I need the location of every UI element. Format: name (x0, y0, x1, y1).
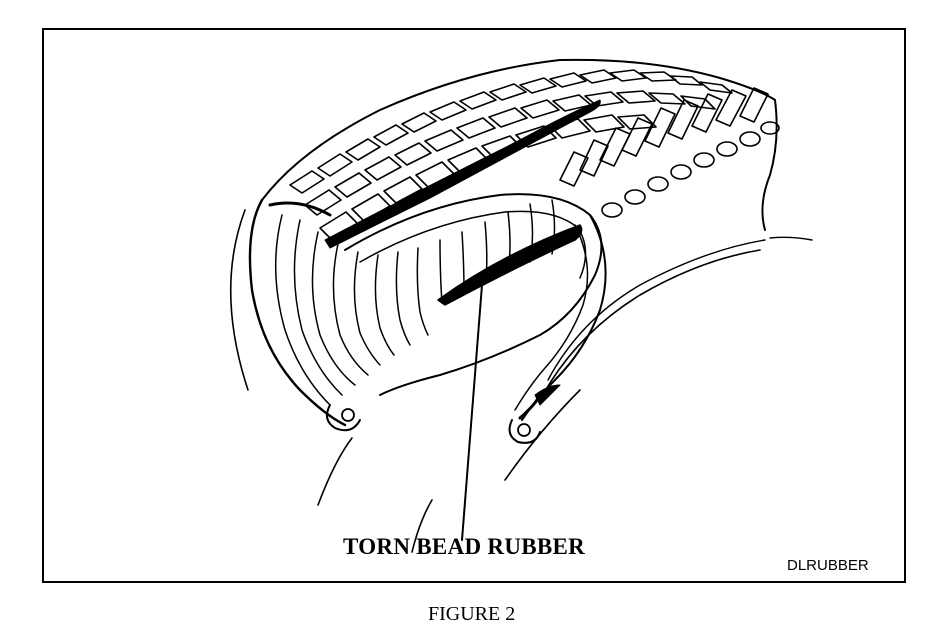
left-bead (325, 404, 361, 432)
drawing-code: DLRUBBER (787, 557, 869, 574)
lower-wheel-arc-2 (411, 499, 433, 553)
shoulder-blocks (559, 87, 769, 187)
inner-liner-2 (359, 210, 587, 279)
tire-crown-outline (261, 58, 776, 201)
upper-dark-band (324, 99, 601, 249)
outer-wheel-arc (229, 209, 249, 391)
carcass-plies (274, 199, 556, 406)
shoulder-beads (601, 121, 780, 218)
inner-liner (344, 193, 603, 396)
figure-caption: FIGURE 2 (428, 603, 516, 625)
left-bead-core (341, 408, 355, 422)
right-bead (508, 419, 541, 444)
callout-leader-line (461, 284, 483, 541)
rim-arc-far (769, 236, 813, 241)
right-sidewall-inner (514, 224, 589, 411)
right-bead-core (517, 423, 531, 437)
left-sidewall-outer (248, 198, 347, 427)
left-sidewall-band (268, 201, 332, 217)
tire-right-edge (761, 99, 778, 231)
rim-arc-right-inner (547, 239, 766, 381)
torn-bead-rubber-label: TORN BEAD RUBBER (343, 534, 586, 559)
lower-wheel-arc (317, 437, 353, 506)
rim-dark-wedge (534, 384, 561, 406)
rim-arc-right (539, 249, 761, 401)
torn-bead-rubber (437, 224, 583, 306)
rim-flange-line (504, 389, 581, 481)
figure-frame (42, 28, 906, 583)
